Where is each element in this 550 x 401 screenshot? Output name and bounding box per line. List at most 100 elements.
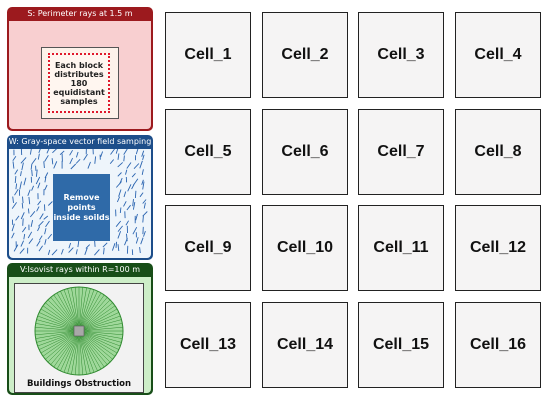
isovist-ray <box>78 305 116 332</box>
vector-arrow <box>132 199 134 207</box>
vector-arrow <box>69 157 74 165</box>
vector-arrow <box>126 162 132 169</box>
vector-arrow <box>20 212 25 220</box>
isovist-ray <box>78 312 120 332</box>
vector-arrow <box>31 157 37 165</box>
vector-arrow <box>59 150 65 156</box>
vector-arrow <box>43 161 45 169</box>
isovist-ray <box>78 330 98 372</box>
vector-arrow <box>84 247 88 255</box>
isovist-ray <box>78 330 108 365</box>
isovist-ray <box>78 330 95 373</box>
vector-arrow <box>115 149 119 154</box>
vector-arrow <box>69 149 73 156</box>
vector-arrow <box>44 155 49 162</box>
isovist-frame: Buildings Obstruction <box>14 283 144 393</box>
vector-arrow <box>94 249 100 256</box>
grid-cell: Cell_13 <box>165 302 251 388</box>
vector-arrow <box>30 163 33 170</box>
vector-arrow <box>135 237 139 244</box>
vector-arrow <box>117 172 122 177</box>
vector-arrow <box>29 149 32 155</box>
isovist-ray <box>78 330 87 375</box>
isovist-ray <box>42 330 80 357</box>
grid-cell: Cell_2 <box>262 12 348 98</box>
vector-arrow <box>21 162 24 171</box>
isovist-ray <box>78 297 108 332</box>
vector-arrow <box>123 191 127 198</box>
grid-cell: Cell_5 <box>165 109 251 195</box>
vector-arrow <box>27 189 31 196</box>
vector-arrow <box>139 192 144 198</box>
vector-arrow <box>83 154 88 161</box>
vector-arrow <box>142 211 148 217</box>
grid-cell: Cell_15 <box>358 302 444 388</box>
vector-arrow <box>109 159 115 164</box>
vector-arrow <box>47 249 51 256</box>
vector-arrow <box>70 163 77 170</box>
vector-arrow <box>36 240 41 247</box>
vector-arrow <box>117 231 122 239</box>
vector-arrow <box>38 245 43 252</box>
isovist-ray <box>60 290 80 332</box>
vector-arrow <box>127 184 132 192</box>
vector-arrow <box>117 153 120 160</box>
isovist-ray <box>78 330 122 343</box>
isovist-ray <box>35 326 80 332</box>
solid-block: Remove points inside soilds <box>53 174 110 241</box>
vector-arrow <box>87 161 91 169</box>
vector-arrow <box>125 220 129 226</box>
vector-arrow <box>115 241 118 248</box>
grid-cell: Cell_8 <box>455 109 541 195</box>
vector-arrow <box>115 181 122 188</box>
vector-arrow <box>142 154 145 161</box>
isovist-ray <box>35 323 80 332</box>
isovist-ray <box>78 287 87 332</box>
vector-arrow <box>125 169 128 175</box>
vector-arrow <box>141 150 145 157</box>
isovist-ray <box>78 323 123 332</box>
isovist-ray <box>63 330 80 373</box>
vector-arrow <box>28 196 31 205</box>
vector-arrow <box>37 153 40 160</box>
vector-arrow <box>44 228 47 235</box>
vector-arrow <box>37 200 42 206</box>
buildings-obstruction-label: Buildings Obstruction <box>26 379 132 389</box>
vector-arrow <box>15 183 18 190</box>
isovist-ray <box>50 297 80 332</box>
vector-arrow <box>75 151 79 158</box>
vector-arrow <box>38 220 44 227</box>
isovist-ray <box>56 330 80 370</box>
vector-arrow <box>141 169 144 175</box>
isovist-ray <box>78 330 116 357</box>
isovist-ray <box>53 294 80 332</box>
vector-arrow <box>29 211 36 218</box>
grid-cell: Cell_7 <box>358 109 444 195</box>
vector-field-body: Remove points inside soilds <box>9 149 151 258</box>
vector-arrow <box>142 215 144 223</box>
grid-cell: Cell_3 <box>358 12 444 98</box>
vector-arrow <box>111 243 116 251</box>
vector-arrow <box>36 206 40 212</box>
vector-arrow <box>38 149 41 154</box>
isovist-ray <box>78 330 91 374</box>
isovist-ray <box>40 330 80 354</box>
perimeter-block-text: Each block distributes 180 equidistant s… <box>53 60 105 106</box>
isovist-ray <box>35 330 80 336</box>
vector-arrow <box>22 196 24 204</box>
vector-arrow <box>116 196 121 203</box>
vector-arrow <box>51 158 54 165</box>
isovist-ray <box>67 330 80 374</box>
perimeter-rays-body: Each block distributes 180 equidistant s… <box>9 21 151 129</box>
vector-arrow <box>75 249 78 255</box>
vector-arrow <box>143 202 146 209</box>
vector-arrow <box>117 244 120 251</box>
isovist-rays <box>34 286 124 376</box>
grid-cell: Cell_6 <box>262 109 348 195</box>
vector-field-panel: W: Gray-space vector field samping Remov… <box>7 135 153 260</box>
vector-arrow <box>75 158 81 164</box>
vector-arrow <box>100 151 104 158</box>
isovist-ray <box>37 315 80 332</box>
vector-arrow <box>11 202 17 209</box>
isovist-ray <box>45 302 80 332</box>
